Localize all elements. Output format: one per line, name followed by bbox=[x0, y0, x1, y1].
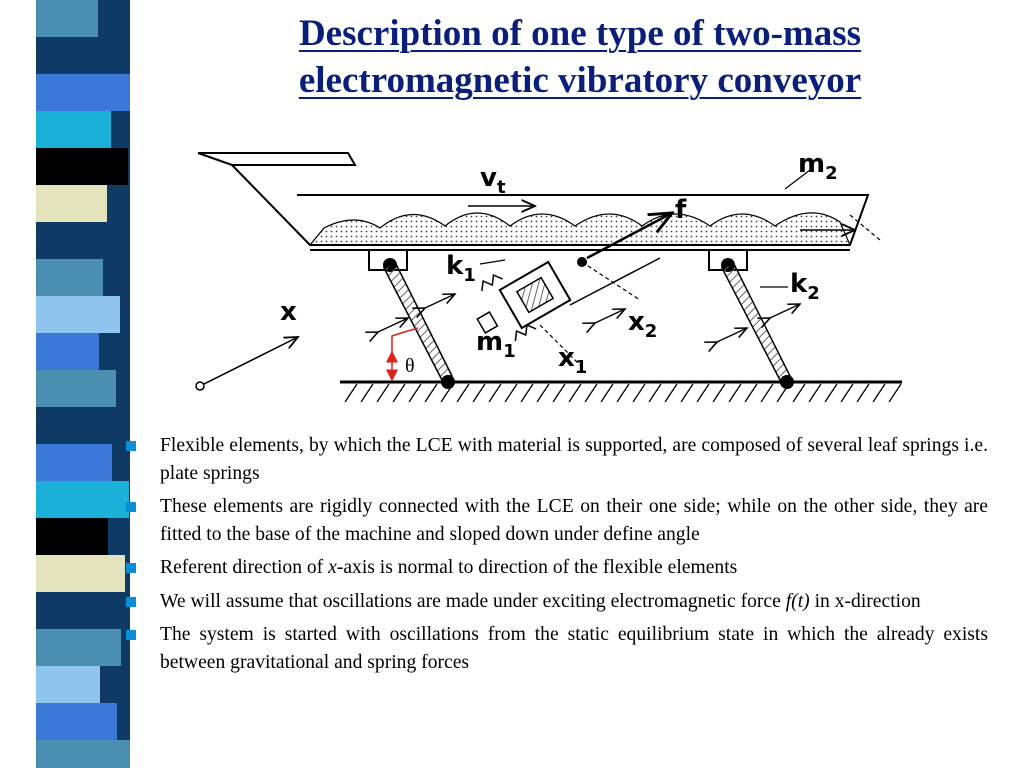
stripe-block bbox=[36, 111, 111, 148]
title-line-2: electromagnetic vibratory conveyor bbox=[298, 60, 862, 101]
stripe-block bbox=[36, 407, 130, 444]
label-k1: k1 bbox=[446, 251, 476, 286]
stripe-block bbox=[36, 37, 115, 74]
label-x2: x2 bbox=[628, 307, 657, 342]
stripe-block bbox=[36, 703, 117, 740]
stripe-block bbox=[36, 0, 98, 37]
label-m2: m2 bbox=[798, 149, 838, 184]
stripe-block bbox=[36, 592, 104, 629]
label-f: f bbox=[675, 195, 687, 225]
exciter-m1 bbox=[476, 257, 661, 366]
angle-marker bbox=[386, 327, 419, 382]
bullet-text: These elements are rigidly connected wit… bbox=[160, 496, 988, 545]
bullet-text: The system is started with oscillations … bbox=[160, 624, 988, 673]
bullet-list: Flexible elements, by which the LCE with… bbox=[126, 432, 988, 682]
x-axis-arrow bbox=[195, 337, 298, 391]
stripe-block bbox=[36, 518, 108, 555]
trough-m2 bbox=[197, 152, 881, 251]
bullet-text-post: in x-direction bbox=[809, 590, 921, 612]
stripe-block bbox=[36, 296, 120, 333]
bullet-square-icon bbox=[126, 502, 136, 512]
stripe-block bbox=[36, 481, 129, 518]
stripe-block bbox=[36, 444, 112, 481]
label-x1: x1 bbox=[558, 343, 587, 378]
label-m1: m1 bbox=[476, 327, 516, 362]
oscillation-arrows bbox=[378, 294, 800, 342]
bullet-text-post: -axis is normal to direction of the flex… bbox=[336, 557, 738, 578]
stripe-block bbox=[36, 629, 121, 666]
bullet-text-pre: Referent direction of bbox=[160, 557, 329, 578]
bullet-square-icon bbox=[126, 630, 136, 640]
bullet-text-italic: x bbox=[328, 557, 337, 578]
stripe-block bbox=[36, 222, 124, 259]
stripe-block bbox=[36, 666, 100, 703]
stripe-block bbox=[36, 555, 125, 592]
decorative-stripe-bar bbox=[0, 0, 130, 768]
stripe-block bbox=[36, 74, 130, 111]
bullet-square-icon bbox=[126, 563, 136, 573]
force-arrow bbox=[586, 213, 672, 260]
stripe-block bbox=[36, 259, 103, 296]
bullet-item: We will assume that oscillations are mad… bbox=[126, 588, 988, 616]
right-support bbox=[708, 249, 794, 389]
bullet-square-icon bbox=[126, 441, 136, 451]
bullet-text-pre: We will assume that oscillations are mad… bbox=[160, 590, 786, 612]
stripe-block bbox=[36, 740, 130, 768]
bullet-square-icon bbox=[126, 596, 136, 607]
bullet-item: Flexible elements, by which the LCE with… bbox=[126, 432, 988, 487]
stripe-block bbox=[36, 185, 107, 222]
title-line-1: Description of one type of two-mass bbox=[298, 13, 862, 54]
bullet-text: Flexible elements, by which the LCE with… bbox=[160, 435, 988, 484]
stripe-block bbox=[36, 370, 116, 407]
label-k2: k2 bbox=[790, 269, 820, 304]
slide-title: Description of one type of two-mass elec… bbox=[150, 10, 1010, 104]
stripe-block bbox=[36, 148, 128, 185]
conveyor-diagram: vt m2 f k1 k2 x m1 x1 x2 θ bbox=[195, 149, 902, 403]
bullet-item: The system is started with oscillations … bbox=[126, 621, 988, 676]
bullet-item: Referent direction of x-axis is normal t… bbox=[126, 554, 988, 582]
label-theta: θ bbox=[405, 355, 415, 377]
label-vt: vt bbox=[480, 163, 506, 198]
ground bbox=[340, 380, 902, 403]
bullet-item: These elements are rigidly connected wit… bbox=[126, 493, 988, 548]
stripe-block bbox=[36, 333, 99, 370]
label-x: x bbox=[280, 297, 297, 327]
bullet-text-italic: f(t) bbox=[785, 590, 810, 612]
